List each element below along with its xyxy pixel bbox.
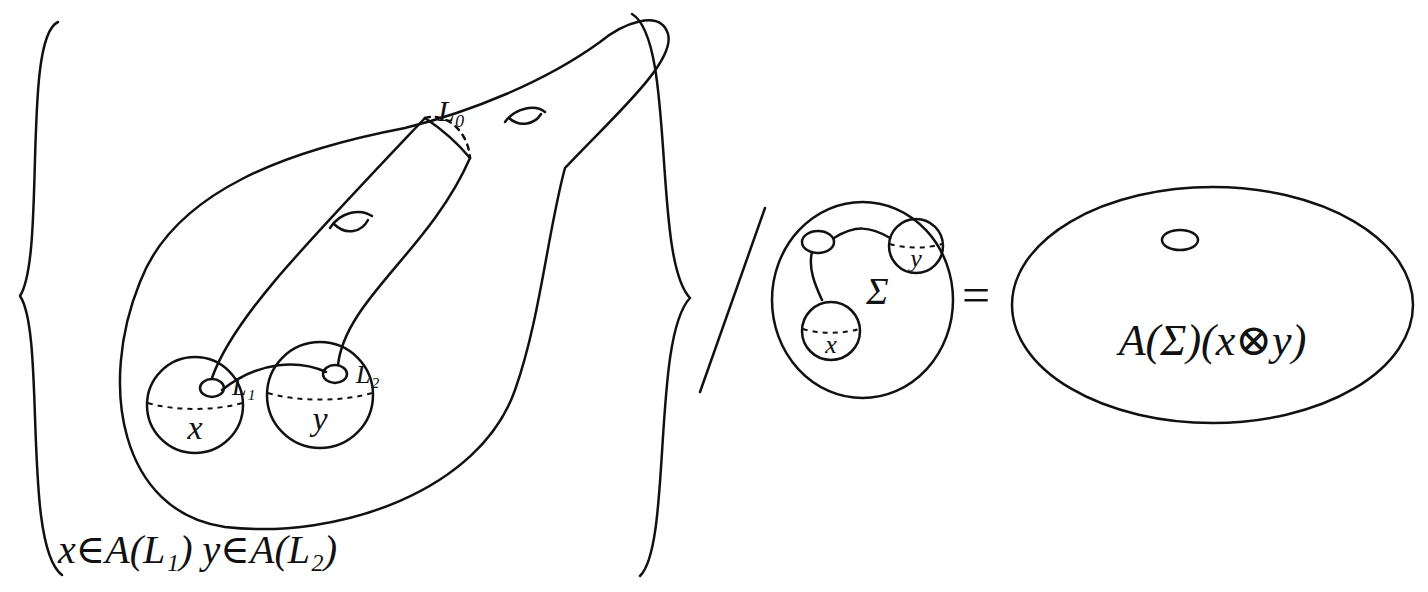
small-circle [802, 231, 834, 253]
quotient-slash [700, 208, 765, 392]
handle-hole [334, 220, 368, 231]
circle-outline [147, 357, 243, 453]
seam-line [212, 118, 425, 378]
handle-hole [509, 114, 541, 124]
circle-outline [889, 219, 943, 273]
node-text: y [312, 402, 327, 436]
circle-outline [1012, 187, 1413, 423]
small-circle [1162, 230, 1198, 250]
result-circle: A(Σ)(x⊗y) [1010, 185, 1415, 425]
surface-circle: Σx y [770, 200, 955, 400]
left-brace [20, 22, 62, 575]
boundary-label: L₁ [232, 374, 256, 400]
circle-outline [802, 302, 860, 360]
disk-node: y [265, 340, 375, 450]
right-brace [632, 14, 690, 576]
circle-outline [267, 342, 373, 448]
node-text: A(Σ)(x⊗y) [1119, 319, 1307, 363]
small-circle [200, 379, 224, 397]
node-text: y [910, 246, 922, 272]
surface-outline [120, 20, 669, 529]
node-text: Σ [866, 272, 889, 310]
equator-line [148, 403, 242, 409]
seam-line [811, 252, 822, 300]
boundary-label: L₂ [356, 362, 380, 388]
boundary-label: L₀ [438, 96, 465, 126]
disk-node: x [800, 300, 862, 362]
small-circle [323, 365, 347, 383]
node-outline [1010, 185, 1415, 425]
seam-line [834, 229, 890, 238]
equator-line [268, 393, 372, 400]
circle-outline [772, 202, 953, 398]
node-text: x [825, 332, 837, 358]
equals-sign: = [962, 270, 990, 320]
seam-line [338, 158, 470, 365]
node-text: x [187, 411, 202, 445]
node-outline [770, 200, 955, 400]
disk-node: x [145, 355, 245, 455]
condition-label: x∈A(L₁) y∈A(L₂) [58, 530, 337, 570]
disk-node: y [887, 217, 945, 275]
